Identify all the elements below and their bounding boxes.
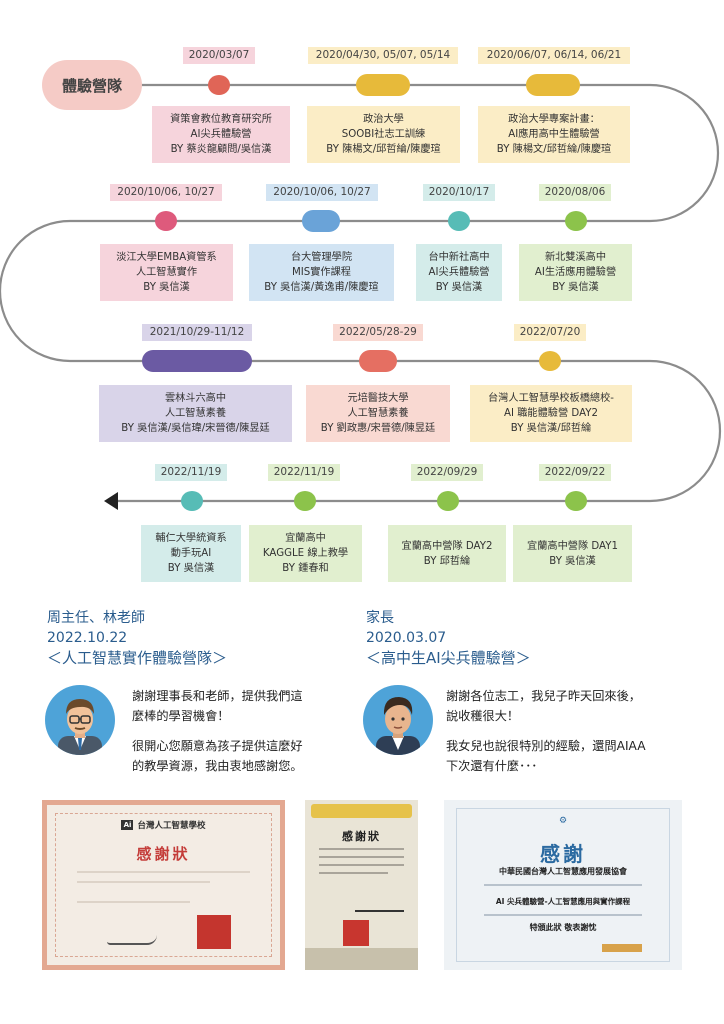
teacher-avatar-icon: [45, 685, 115, 755]
timeline-marker: [356, 74, 410, 96]
event-date: 2022/05/28-29: [333, 324, 423, 341]
timeline-marker: [302, 210, 340, 232]
timeline-marker: [208, 75, 230, 95]
certificate-photo: Ai 台灣人工智慧學校 感謝狀: [42, 800, 285, 970]
testimonial-header: 周主任、林老師 2022.10.22 ＜人工智慧實作體驗營隊＞: [47, 610, 228, 667]
timeline-title: 體驗營隊: [42, 60, 142, 110]
timeline-marker: [437, 491, 459, 511]
event-date: 2021/10/29-11/12: [142, 324, 252, 341]
event-date: 2022/11/19: [268, 464, 340, 481]
timeline-marker: [539, 351, 561, 371]
timeline-track: [0, 83, 722, 510]
event-date: 2020/03/07: [183, 47, 255, 64]
event-date: 2020/10/06, 10/27: [266, 184, 378, 201]
event-date: 2022/09/29: [411, 464, 483, 481]
certificate-photo: ⚙ 感謝 中華民國台灣人工智慧應用發展協會 AI 尖兵體驗營-人工智慧應用與實作…: [444, 800, 682, 970]
timeline-arrowhead-icon: [104, 492, 118, 510]
testimonial-text: 謝謝各位志工，我兒子昨天回來後，說收穫很大！ 我女兒也說很特別的經驗，還問AIA…: [446, 689, 646, 773]
testimonial-text: 謝謝理事長和老師，提供我們這麼棒的學習機會！ 很開心您願意為孩子提供這麼好的教學…: [132, 689, 303, 773]
event-date: 2020/06/07, 06/14, 06/21: [478, 47, 630, 64]
ai-logo-icon: Ai: [121, 820, 134, 830]
event-date: 2020/08/06: [539, 184, 611, 201]
event-date: 2022/11/19: [155, 464, 227, 481]
timeline-marker: [142, 350, 252, 372]
event-date: 2020/10/17: [423, 184, 495, 201]
timeline-marker: [359, 350, 397, 372]
timeline-marker: [181, 491, 203, 511]
event-date: 2022/07/20: [514, 324, 586, 341]
timeline-marker: [526, 74, 580, 96]
certificate-photo: 感謝狀: [305, 800, 418, 970]
testimonial-header: 家長 2020.03.07 ＜高中生AI尖兵體驗營＞: [366, 610, 531, 667]
parent-avatar-icon: [363, 685, 433, 755]
event-date: 2020/10/06, 10/27: [110, 184, 222, 201]
timeline-marker: [155, 211, 177, 231]
timeline-marker: [565, 211, 587, 231]
timeline-marker: [565, 491, 587, 511]
event-date: 2020/04/30, 05/07, 05/14: [308, 47, 458, 64]
event-date: 2022/09/22: [539, 464, 611, 481]
timeline-marker: [294, 491, 316, 511]
timeline-marker: [448, 211, 470, 231]
